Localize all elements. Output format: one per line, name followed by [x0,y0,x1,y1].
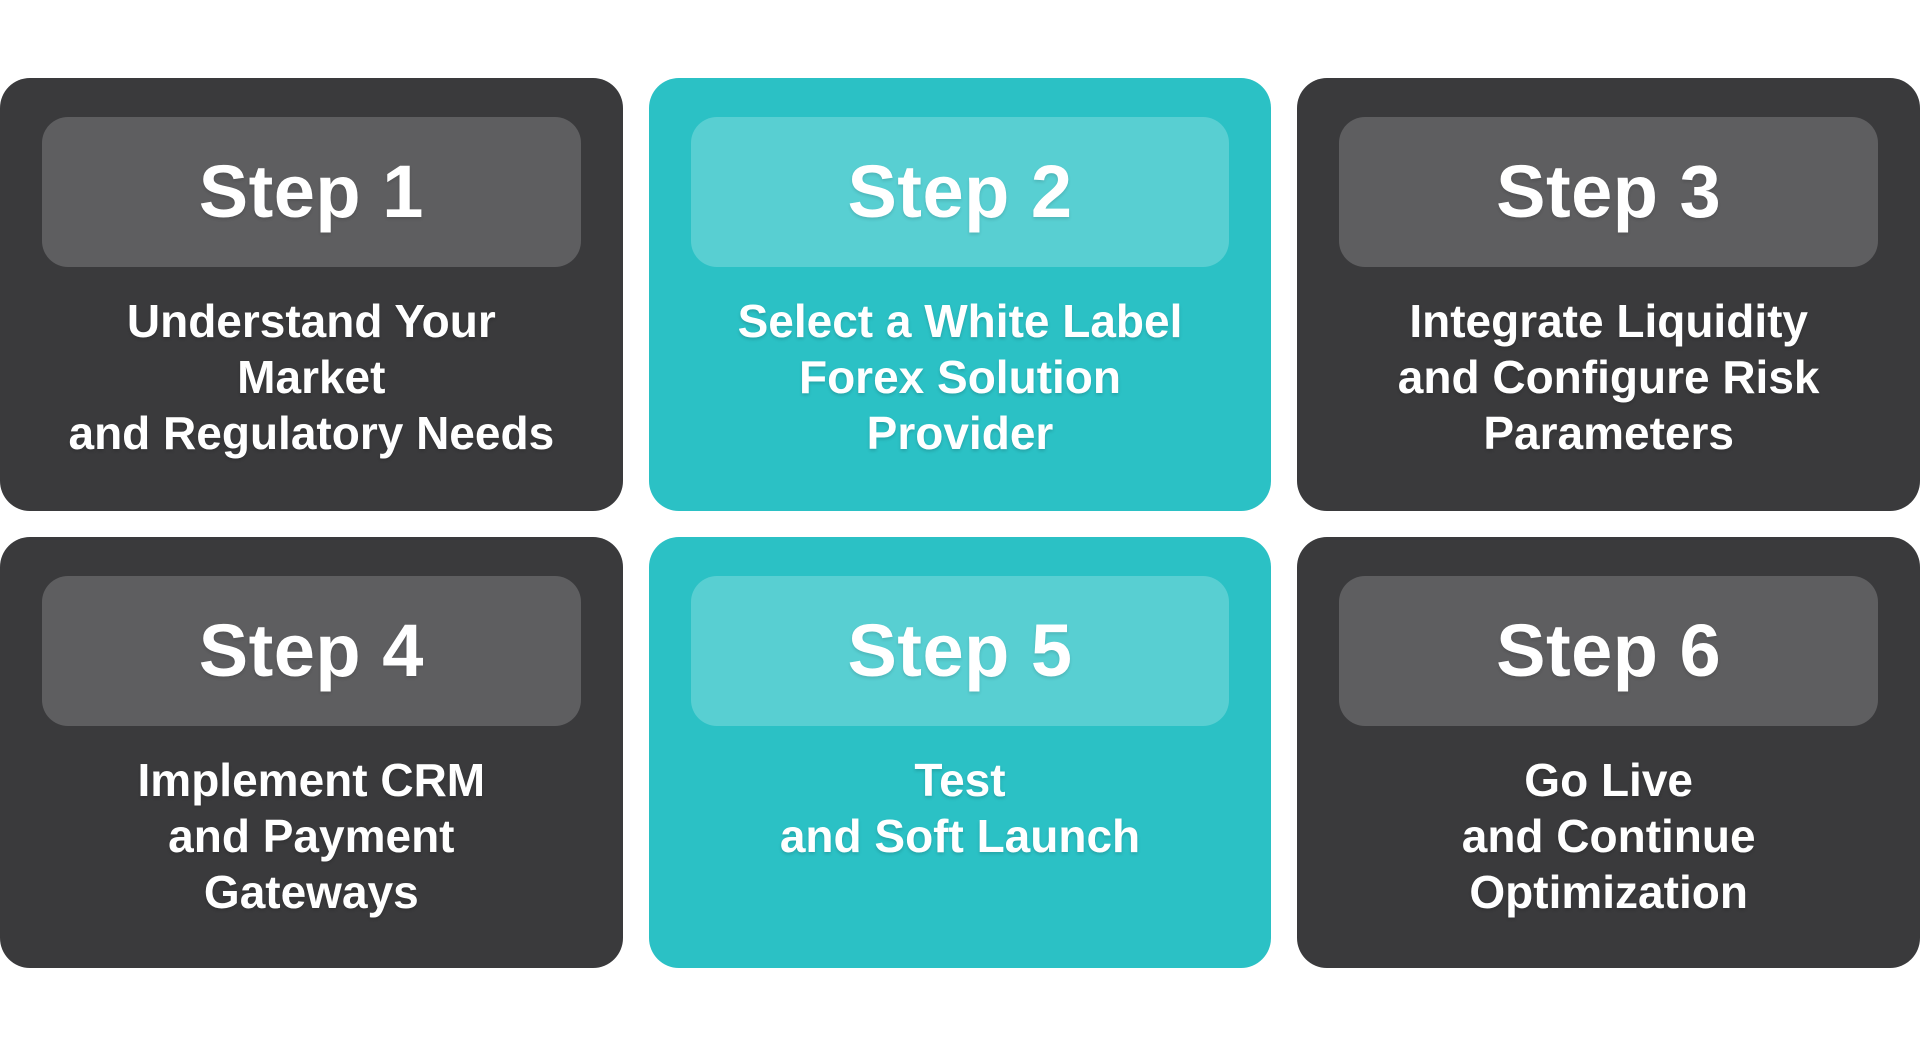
step-5-description: Test and Soft Launch [779,754,1141,862]
step-2-title: Step 2 [847,150,1073,233]
step-6-header-pill: Step 6 [1339,576,1878,726]
step-4-header-pill: Step 4 [42,576,581,726]
step-6-title: Step 6 [1496,609,1722,692]
step-4-title: Step 4 [198,609,424,692]
step-5-header-pill: Step 5 [690,576,1230,726]
step-card-3: Step 3 Integrate Liquidity and Configure… [1297,78,1920,511]
step-card-2: Step 2 Select a White Label Forex Soluti… [648,78,1272,511]
steps-grid: Step 1 Understand Your Market and Regula… [0,78,1920,968]
step-card-6: Step 6 Go Live and Continue Optimization [1297,537,1920,968]
step-2-description: Select a White Label Forex Solution Prov… [737,295,1183,459]
step-1-description: Understand Your Market and Regulatory Ne… [68,295,555,459]
step-card-1: Step 1 Understand Your Market and Regula… [0,78,623,511]
step-card-5: Step 5 Test and Soft Launch [648,537,1272,968]
step-card-4: Step 4 Implement CRM and Payment Gateway… [0,537,623,968]
step-1-header-pill: Step 1 [42,117,581,267]
step-2-header-pill: Step 2 [690,117,1230,267]
step-3-title: Step 3 [1496,150,1722,233]
step-1-title: Step 1 [198,150,424,233]
step-3-description: Integrate Liquidity and Configure Risk P… [1397,295,1820,459]
step-4-description: Implement CRM and Payment Gateways [137,754,486,918]
step-6-description: Go Live and Continue Optimization [1461,754,1756,918]
step-3-header-pill: Step 3 [1339,117,1878,267]
step-5-title: Step 5 [847,609,1073,692]
